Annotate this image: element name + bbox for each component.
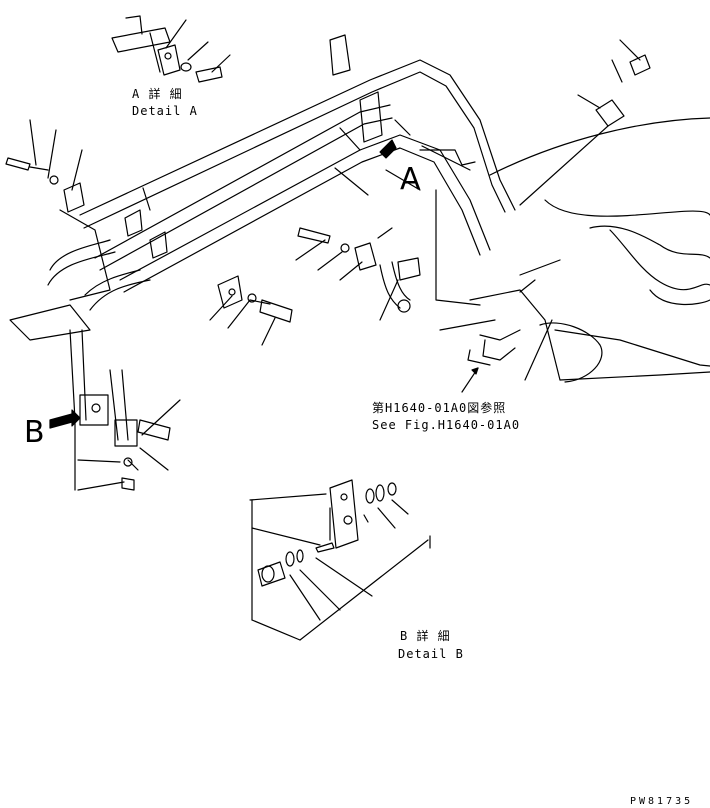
mid-parts [209, 227, 421, 346]
arrow-ref [461, 367, 479, 393]
left-bolts [5, 119, 85, 213]
leader-lines-left [74, 187, 181, 491]
hydraulic-tubes [79, 59, 516, 293]
callout-a-lines [334, 119, 561, 381]
detail-a-parts [111, 15, 231, 83]
drawing-code: PW81735 [630, 796, 694, 807]
machine-body [467, 117, 710, 383]
detail-b-parts [249, 479, 431, 641]
detail-a-label-jp: A 詳 細 [132, 87, 183, 101]
tube-clamps [124, 34, 383, 309]
reference-label-en: See Fig.H1640-01A0 [372, 418, 521, 432]
arrow-a [379, 139, 397, 159]
callout-b-letter: B [24, 415, 45, 450]
left-hoses [9, 209, 171, 491]
detail-b-label-en: Detail B [398, 647, 464, 661]
detail-b-label-jp: B 詳 細 [400, 629, 451, 643]
arrow-b [49, 409, 81, 429]
detail-a-label-en: Detail A [132, 104, 198, 118]
reference-label-jp: 第H1640-01A0図参照 [372, 401, 507, 415]
upper-right-parts [519, 39, 651, 206]
callout-a-letter: A [400, 162, 421, 197]
